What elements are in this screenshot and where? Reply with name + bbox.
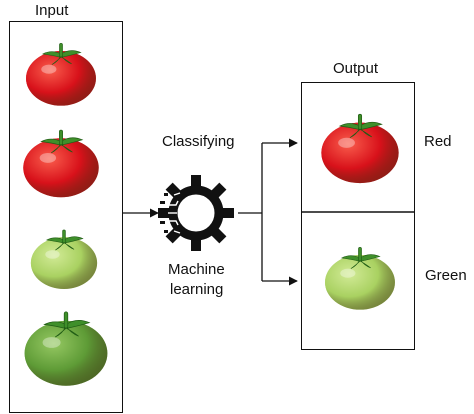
- classifying-label: Classifying: [162, 133, 235, 150]
- tomato-red-icon: [321, 113, 399, 184]
- output-tomato-1: [318, 104, 402, 195]
- learning-label: learning: [170, 281, 224, 298]
- tomato-red-icon: [26, 43, 96, 106]
- output-class-green-label: Green: [425, 267, 467, 284]
- tomato-red-icon: [23, 129, 99, 198]
- input-tomato-4: [21, 304, 111, 395]
- tomato-light-green-icon: [325, 247, 395, 310]
- output-tomato-2: [322, 242, 398, 317]
- input-tomato-3: [28, 224, 100, 297]
- output-class-red-label: Red: [424, 133, 452, 150]
- tomato-light-green-icon: [30, 229, 98, 289]
- input-title: Input: [35, 2, 69, 19]
- tomato-dark-green-icon: [24, 311, 108, 386]
- machine-label: Machine: [168, 261, 225, 278]
- output-title: Output: [333, 60, 379, 77]
- input-tomato-2: [20, 122, 102, 207]
- circuit-gear-icon: [158, 175, 234, 251]
- input-tomato-1: [23, 30, 99, 121]
